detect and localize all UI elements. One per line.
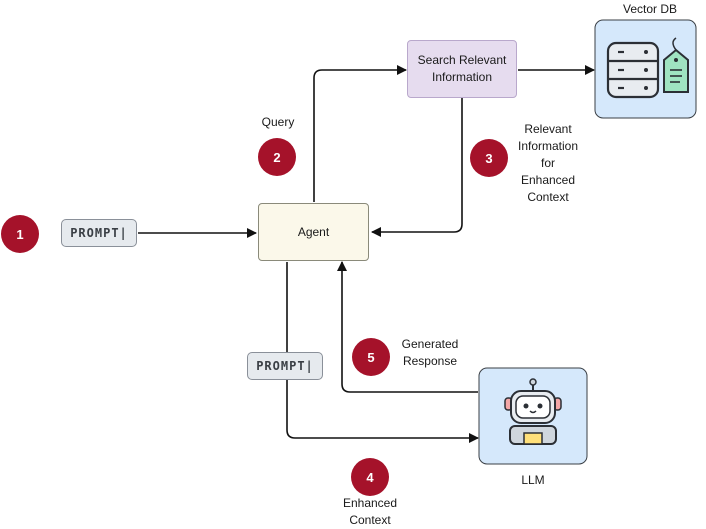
step-5-label: Generated Response (390, 336, 470, 370)
vector-db-label: Vector DB (622, 2, 678, 16)
agent-node: Agent (258, 203, 369, 261)
step-4-label-line: Enhanced (342, 496, 398, 510)
step-4-label: Enhanced Context (330, 495, 410, 529)
prompt-input-chip: PROMPT| (61, 219, 137, 247)
step-4-label-line: Context (349, 513, 391, 527)
arrow-search-to-agent (371, 98, 463, 237)
search-node-line2: Information (431, 70, 493, 84)
arrow-agent-to-llm (286, 262, 479, 443)
search-relevant-information-node: Search Relevant Information (407, 40, 517, 98)
step-badge-1: 1 (1, 215, 39, 253)
step-3-label: Relevant Information for Enhanced Contex… (508, 121, 588, 206)
step-5-label-line: Response (402, 354, 458, 368)
step-3-label-line: Context (527, 190, 569, 204)
prompt-input-label: PROMPT| (70, 226, 128, 240)
agent-label: Agent (297, 225, 330, 239)
step-badge-4: 4 (351, 458, 389, 496)
step-2-label-line: Query (261, 115, 295, 129)
prompt-context-label: PROMPT| (256, 359, 314, 373)
step-badge-5: 5 (352, 338, 390, 376)
step-3-label-line: Information (517, 139, 579, 153)
robot-icon (504, 378, 562, 445)
step-badge-3: 3 (470, 139, 508, 177)
step-2-label: Query (248, 114, 308, 131)
step-badge-2: 2 (258, 138, 296, 176)
step-3-label-line: Enhanced (520, 173, 576, 187)
tag-icon (663, 37, 689, 93)
llm-label: LLM (521, 473, 545, 487)
arrow-llm-to-agent (337, 261, 478, 393)
prompt-context-chip: PROMPT| (247, 352, 323, 380)
search-node-line1: Search Relevant (417, 53, 507, 67)
step-3-label-line: Relevant (524, 122, 572, 136)
step-5-label-line: Generated (401, 337, 459, 351)
step-3-label-line: for (540, 156, 555, 170)
database-icon (606, 41, 660, 99)
arrow-agent-to-search (313, 65, 407, 202)
